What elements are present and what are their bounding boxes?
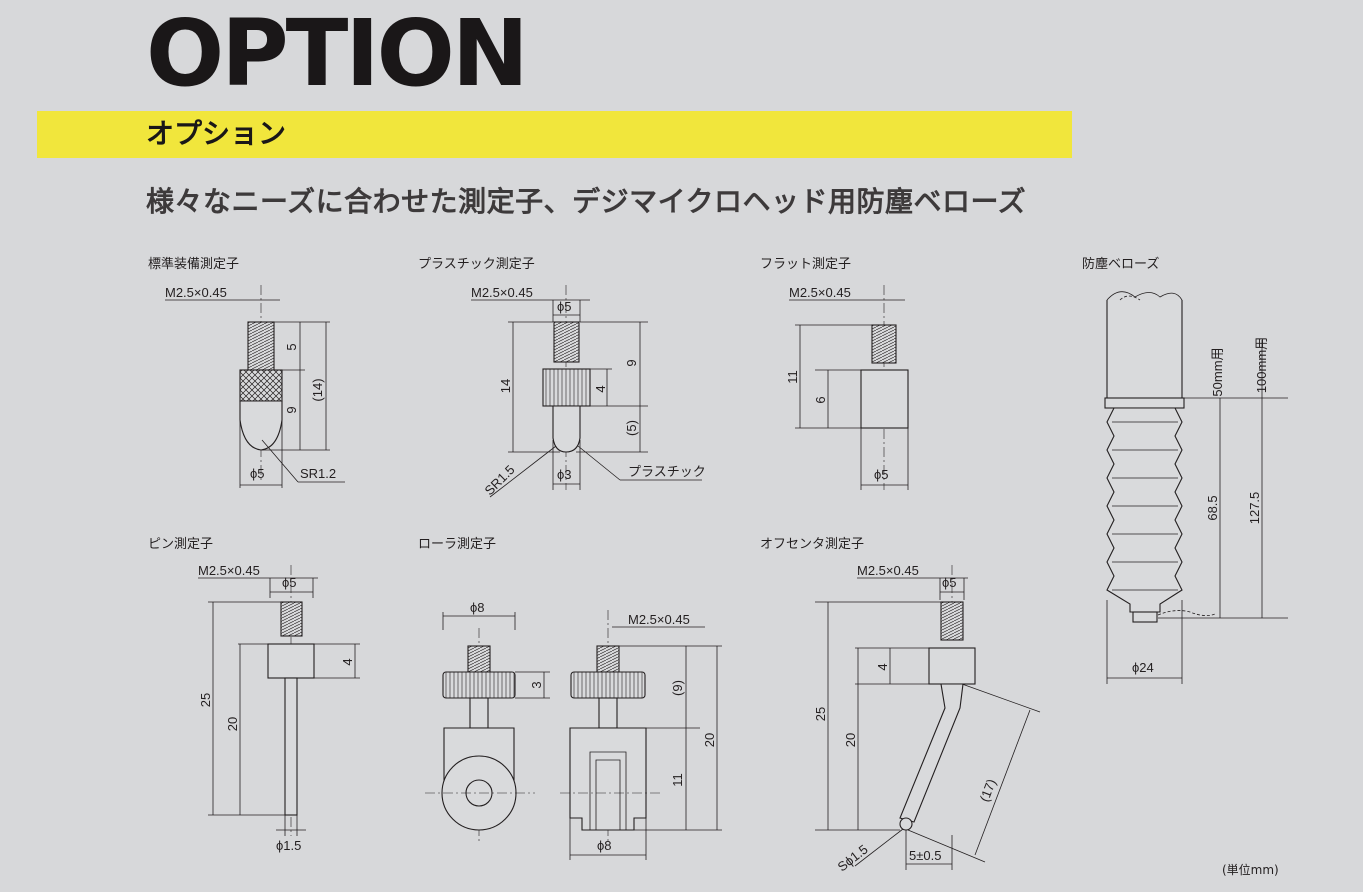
roller-thread: M2.5×0.45	[628, 612, 690, 627]
flat-label: フラット測定子	[760, 257, 851, 272]
roller-dim-3: 3	[529, 681, 544, 688]
pin-dim-25: 25	[198, 693, 213, 707]
standard-thread: M2.5×0.45	[165, 285, 227, 300]
bellows-dim-68-5: 68.5	[1205, 495, 1220, 520]
flat-dim-6: 6	[813, 396, 828, 403]
standard-dim-5: 5	[284, 343, 299, 350]
roller-dim-11: 11	[670, 773, 685, 787]
pin-thread: M2.5×0.45	[198, 563, 260, 578]
flat-thread: M2.5×0.45	[789, 285, 851, 300]
unit-note: (単位mm)	[1222, 863, 1279, 877]
flat-contact-drawing: フラット測定子 M2.5×0.45 11 6 ϕ5	[760, 257, 909, 490]
plastic-material: プラスチック	[628, 464, 706, 479]
lead-text: 様々なニーズに合わせた測定子、デジマイクロヘッド用防塵ベローズ	[146, 185, 1027, 218]
roller-dim-20: 20	[702, 733, 717, 747]
roller-label: ローラ測定子	[418, 537, 496, 552]
pin-dim-phi1-5: ϕ1.5	[276, 838, 301, 853]
roller-dim-phi8-top: ϕ8	[470, 600, 485, 615]
standard-dim-sr: SR1.2	[300, 466, 336, 481]
offset-thread: M2.5×0.45	[857, 563, 919, 578]
bellows-100mm: 100mm用	[1254, 337, 1269, 393]
offset-dim-phi5: ϕ5	[942, 575, 957, 590]
pin-label: ピン測定子	[148, 537, 213, 552]
offset-dim-5: 5±0.5	[909, 848, 941, 863]
bellows-50mm: 50mm用	[1210, 347, 1225, 396]
standard-dim-14: (14)	[310, 378, 325, 401]
plastic-dim-phi5: ϕ5	[557, 299, 572, 314]
section-band	[37, 111, 1072, 158]
section-subtitle: オプション	[146, 117, 287, 150]
offset-dim-4: 4	[875, 663, 890, 670]
roller-dim-phi8-bottom: ϕ8	[597, 838, 612, 853]
plastic-dim-5: (5)	[624, 420, 639, 436]
flat-dim-phi5: ϕ5	[874, 467, 889, 482]
offset-contact-drawing: オフセンタ測定子 M2.5×0.45 ϕ5 25 20 4 (17) Sϕ1.5…	[760, 537, 1041, 874]
pin-dim-20: 20	[225, 717, 240, 731]
standard-dim-phi5: ϕ5	[250, 466, 265, 481]
plastic-thread: M2.5×0.45	[471, 285, 533, 300]
page-title: OPTION	[146, 0, 529, 107]
plastic-dim-9: 9	[624, 359, 639, 366]
pin-contact-drawing: ピン測定子 M2.5×0.45 ϕ5 25 20 4 ϕ1.5	[148, 537, 360, 853]
roller-dim-9: (9)	[670, 680, 685, 696]
offset-label: オフセンタ測定子	[760, 537, 864, 552]
standard-dim-9: 9	[284, 406, 299, 413]
bellows-drawing: 防塵ベローズ 50mm用 100mm用 68.5 127.5 ϕ24	[1082, 256, 1288, 684]
offset-dim-25: 25	[813, 707, 828, 721]
bellows-dim-127-5: 127.5	[1247, 492, 1262, 525]
standard-contact-drawing: 標準装備測定子 M2.5×0.45 5 9 (14) ϕ5 SR1.2	[148, 256, 345, 488]
roller-contact-drawing: ローラ測定子 ϕ8 3 M2.5×0.45 (9)	[418, 537, 722, 860]
offset-dim-20: 20	[843, 733, 858, 747]
bellows-label: 防塵ベローズ	[1082, 256, 1159, 272]
plastic-contact-drawing: プラスチック測定子 M2.5×0.45 ϕ5 14 4 9 (5) ϕ3 SR1…	[418, 257, 706, 498]
plastic-dim-phi3: ϕ3	[557, 467, 572, 482]
plastic-label: プラスチック測定子	[418, 257, 535, 272]
bellows-dim-phi24: ϕ24	[1132, 660, 1154, 675]
standard-label: 標準装備測定子	[148, 256, 239, 272]
flat-dim-11: 11	[785, 370, 800, 384]
plastic-dim-14: 14	[498, 379, 513, 393]
pin-dim-phi5: ϕ5	[282, 575, 297, 590]
pin-dim-4: 4	[340, 658, 355, 665]
plastic-dim-4: 4	[593, 385, 608, 392]
